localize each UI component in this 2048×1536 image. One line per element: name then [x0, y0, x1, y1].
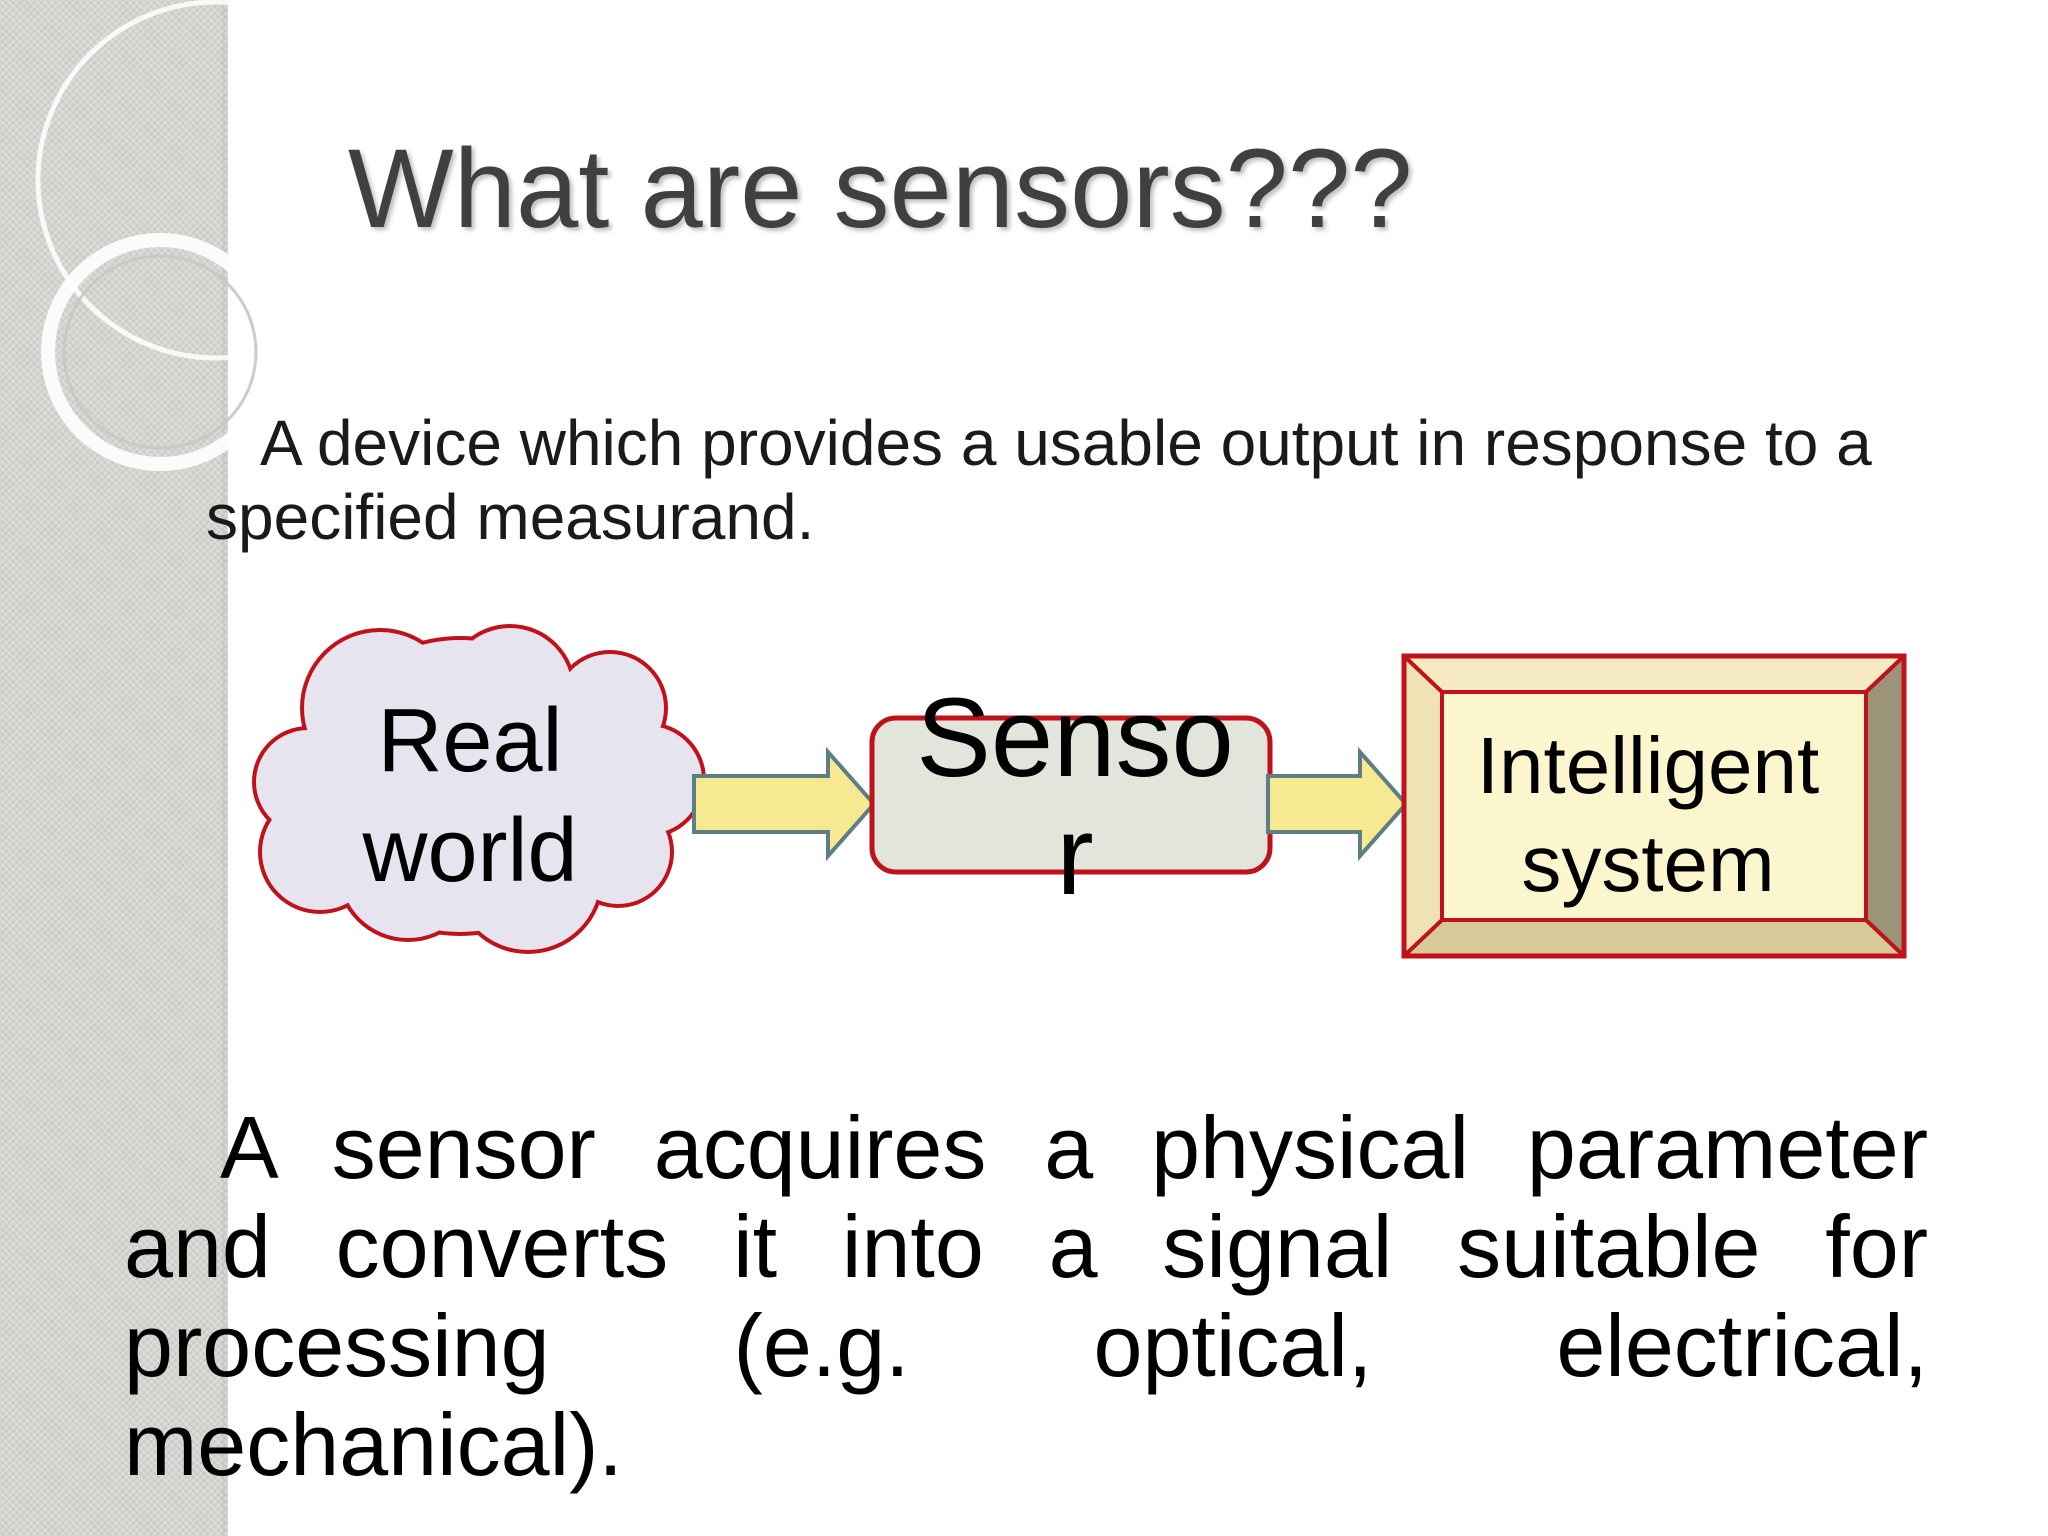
intelligent-system-box [1401, 653, 1907, 959]
slide-title: What are sensors??? [348, 126, 1413, 251]
real-world-label-line2: world [362, 801, 578, 901]
sensor-description-text: A sensor acquires a physical parameter a… [124, 1098, 1928, 1494]
arrow-to-sensor [692, 746, 877, 862]
real-world-label: Real world [330, 686, 610, 906]
real-world-label-line1: Real [377, 691, 563, 791]
arrow-to-intelligent-system [1266, 746, 1409, 862]
intelligent-system-label-line1: Intelligent [1476, 721, 1820, 810]
sensor-label-line2: r [1056, 793, 1094, 918]
real-world-cloud [252, 624, 706, 954]
sensor-definition: A device which provides a usable output … [206, 407, 1872, 553]
sensor-label-line1: Senso [916, 675, 1234, 800]
intelligent-system-label: Intelligent system [1436, 710, 1860, 920]
intelligent-system-label-line2: system [1521, 819, 1775, 908]
sensor-label: Senso r [880, 672, 1270, 922]
sensor-description: A sensor acquires a physical parameter a… [124, 1098, 1928, 1494]
